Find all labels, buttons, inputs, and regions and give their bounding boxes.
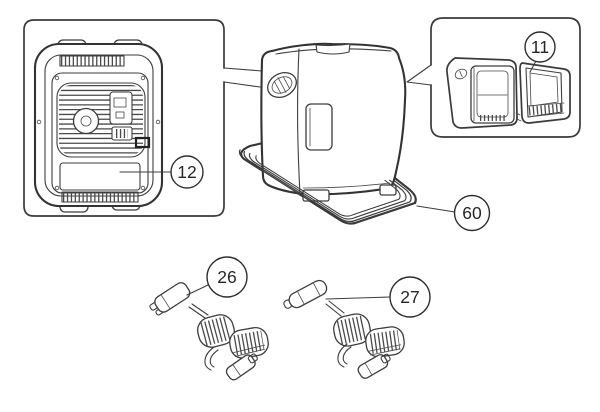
callout-26[interactable]: 26 xyxy=(186,256,248,298)
back-view-drawing xyxy=(33,39,164,213)
callout-27-bubble[interactable] xyxy=(389,276,431,318)
callout-27-leader xyxy=(325,296,391,300)
connector-wedge xyxy=(406,64,432,86)
door-hinge xyxy=(515,112,522,122)
callout-27[interactable]: 27 xyxy=(325,276,431,318)
top-vent xyxy=(59,55,125,67)
main-unit: 60 xyxy=(238,42,491,232)
door-rack xyxy=(526,102,565,118)
fan-grille xyxy=(56,82,146,158)
rating-label xyxy=(59,162,141,191)
callout-60[interactable]: 60 xyxy=(416,194,491,232)
callout-11-label: 11 xyxy=(531,37,549,57)
power-switch xyxy=(113,97,127,108)
cord-segment xyxy=(191,303,209,316)
callout-11[interactable]: 11 xyxy=(524,31,556,73)
callout-60-bubble[interactable] xyxy=(453,194,491,232)
callout-11-leader xyxy=(529,60,537,73)
door-latch-recess xyxy=(305,103,333,151)
dc-plug-27 xyxy=(283,279,328,309)
cord-loop xyxy=(342,346,352,365)
door-bottom-edge xyxy=(302,182,391,189)
door-outline xyxy=(519,62,571,124)
cabinet-cavity xyxy=(470,65,515,124)
cooler-silhouette xyxy=(260,42,407,196)
cord-segment xyxy=(188,306,206,319)
inset-back-box-border xyxy=(23,19,225,217)
bottom-vent xyxy=(61,191,139,203)
callout-26-bubble[interactable] xyxy=(206,256,248,298)
side-vent-oval-small xyxy=(454,68,468,80)
back-recessed-panel xyxy=(51,72,149,194)
power-cord-27: 27 xyxy=(283,276,431,379)
open-door-drawing xyxy=(446,57,571,129)
inset-door-box-border xyxy=(430,17,581,138)
appliance-connector-26 xyxy=(225,353,258,381)
callout-11-bubble[interactable] xyxy=(524,31,556,63)
door-inner-panel xyxy=(529,72,559,107)
control-panel xyxy=(109,91,151,149)
door-inner-frame xyxy=(525,67,563,118)
indicator-lamp xyxy=(115,111,125,119)
appliance-connector-27 xyxy=(357,353,391,379)
callout-12[interactable]: 12 xyxy=(119,155,204,189)
foot-right xyxy=(379,184,397,196)
inset-open-door: 11 xyxy=(406,17,581,138)
power-cord-26: 26 xyxy=(149,256,269,381)
callout-12-label: 12 xyxy=(177,162,196,182)
open-door xyxy=(515,62,571,124)
lid-handle-recess xyxy=(315,43,351,55)
callout-60-label: 60 xyxy=(462,203,482,223)
cord-coil-a xyxy=(197,314,235,348)
power-inlet-socket xyxy=(134,136,151,149)
cord-coil-b xyxy=(365,326,405,358)
callout-27-label: 27 xyxy=(400,287,419,307)
cord-loop xyxy=(204,346,215,371)
cord-segment xyxy=(328,300,345,314)
cooler-body xyxy=(260,42,407,202)
cabinet-body xyxy=(446,57,518,129)
cord-segment xyxy=(325,303,342,317)
wall-plug-26 xyxy=(149,282,191,316)
callout-26-leader xyxy=(186,284,209,296)
tray-rim-line xyxy=(238,149,417,225)
callout-60-leader xyxy=(416,205,456,213)
cord-loop xyxy=(209,349,219,368)
screw-dots xyxy=(36,75,161,191)
callout-26-label: 26 xyxy=(217,267,236,287)
side-vent-oval xyxy=(267,71,297,99)
base-tray-rim xyxy=(238,149,417,225)
fan-hub xyxy=(72,107,100,135)
front-side-seam xyxy=(297,48,301,195)
connector-lines-back-inset xyxy=(223,67,263,88)
cord-coil-a xyxy=(333,313,371,347)
cord-loop xyxy=(337,343,348,368)
inset-back-view: 12 xyxy=(23,19,225,217)
callout-12-bubble[interactable] xyxy=(170,155,204,189)
